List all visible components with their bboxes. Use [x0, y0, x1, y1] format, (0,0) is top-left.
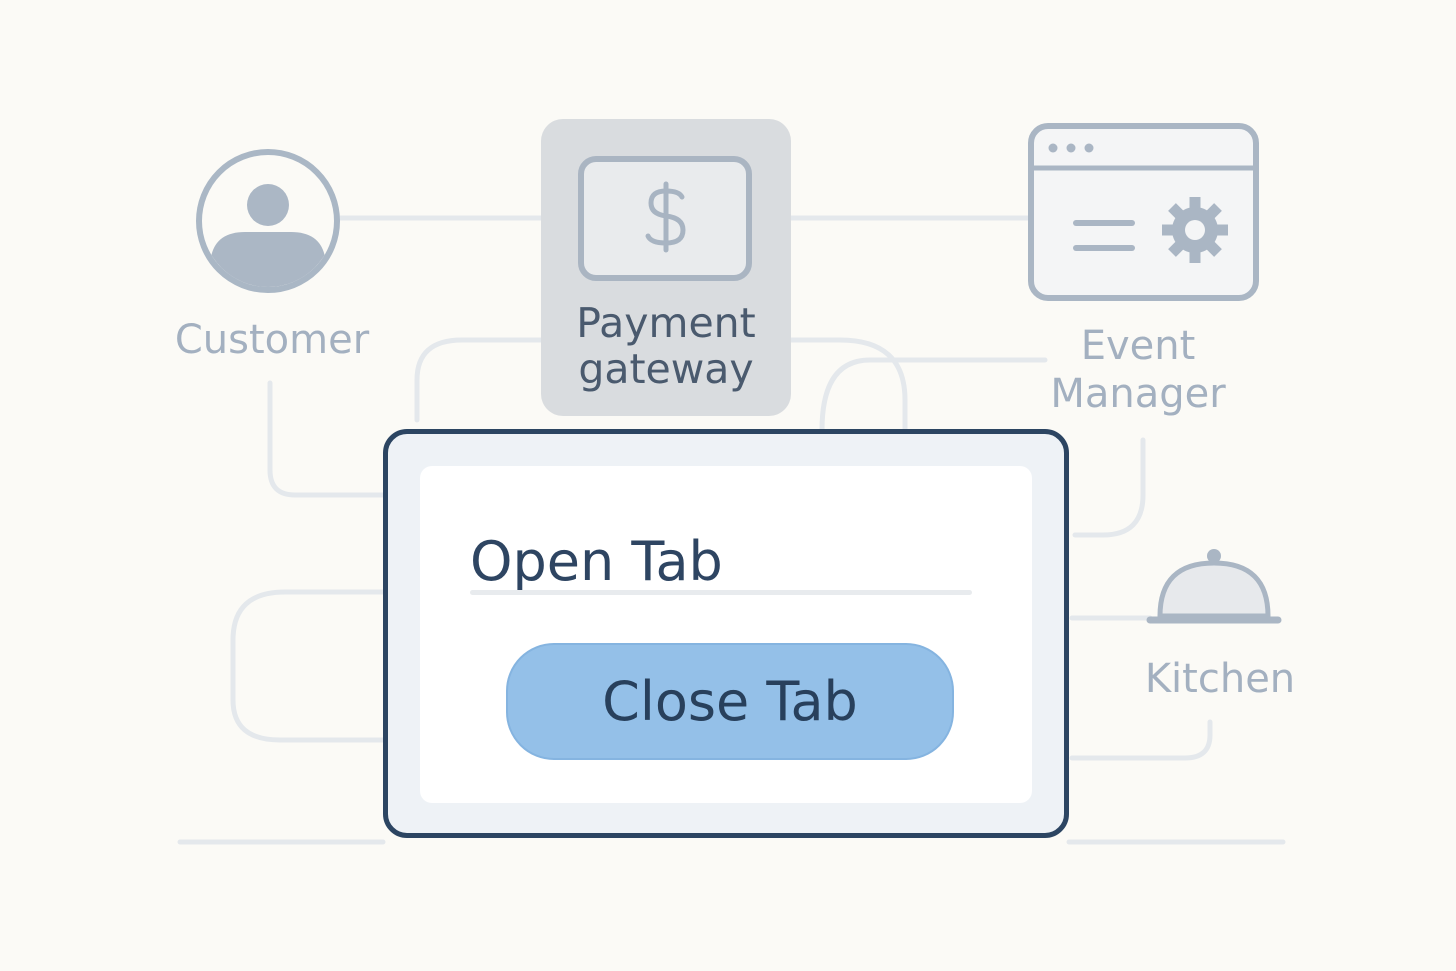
close-tab-button[interactable]: Close Tab [506, 643, 954, 760]
payment-gateway-label-line2: gateway [578, 345, 754, 394]
open-tab-card: Open Tab Close Tab [383, 429, 1069, 838]
event-manager-label-line1: Event [1080, 323, 1196, 369]
payment-gateway-label: Payment gateway [542, 300, 790, 393]
food-cloche-icon [1146, 549, 1282, 624]
kitchen-node [1146, 549, 1282, 624]
connector-kitchen-down [1069, 719, 1213, 761]
connector-left-box [230, 589, 386, 743]
event-manager-node [1028, 123, 1259, 301]
user-avatar-icon [196, 149, 340, 293]
card-title: Open Tab [470, 530, 723, 593]
customer-node [196, 149, 340, 293]
browser-settings-icon [1028, 123, 1259, 301]
connector-customer-down [267, 380, 388, 498]
connector-loop-inner [819, 357, 1048, 433]
payment-gateway-node [541, 119, 791, 416]
kitchen-label: Kitchen [1144, 656, 1296, 702]
card-divider [470, 590, 972, 595]
open-tab-card-body: Open Tab Close Tab [420, 466, 1032, 803]
connector-lines [177, 215, 1286, 845]
connector-event-down [1072, 437, 1146, 538]
payment-gateway-label-line1: Payment [576, 299, 756, 347]
connector-loop-right [787, 337, 908, 435]
customer-label: Customer [174, 317, 370, 363]
dollar-icon [578, 156, 752, 281]
connector-loop-left [414, 337, 548, 423]
event-manager-label-line2: Manager [1050, 371, 1226, 417]
event-manager-label: Event Manager [1020, 322, 1256, 418]
